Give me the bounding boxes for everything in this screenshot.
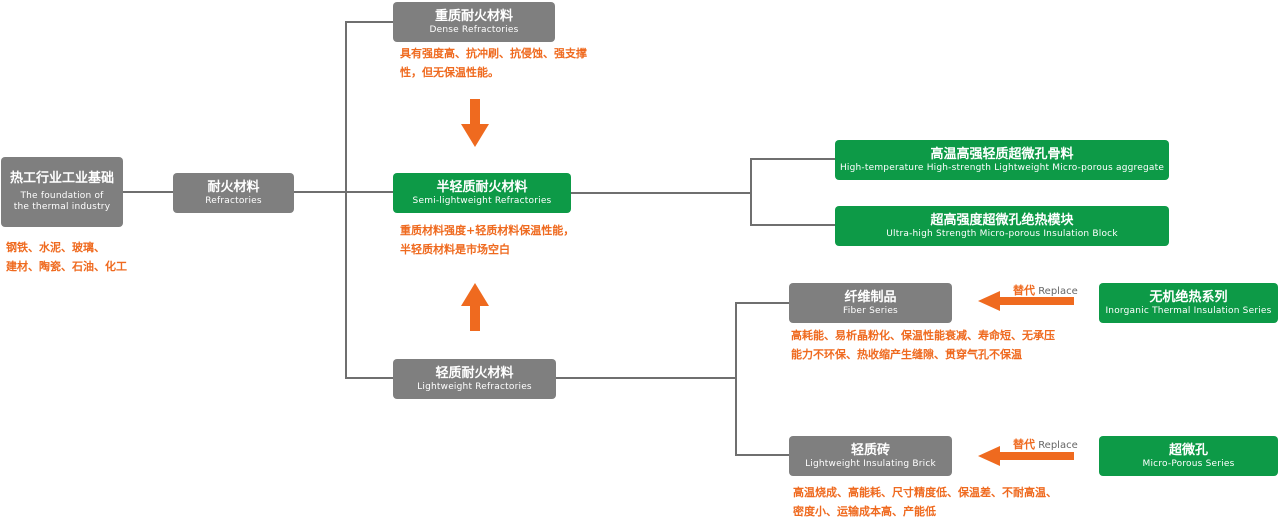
- node-fiber-series: 纤维制品 Fiber Series: [789, 283, 952, 323]
- replace-zh: 替代: [1013, 438, 1035, 451]
- node-semi-subtitle: Semi-lightweight Refractories: [412, 195, 552, 206]
- node-thermal-industry-subtitle-2: the thermal industry: [13, 202, 111, 212]
- brick-note-line-1: 高温烧成、高能耗、尺寸精度低、保温差、不耐高温、: [793, 486, 1057, 499]
- connector-trunk-light: [345, 377, 393, 379]
- node-refractories: 耐火材料 Refractories: [173, 173, 294, 213]
- arrow-down-icon: [461, 99, 489, 147]
- connector-branch-brick: [735, 454, 789, 456]
- connector-root-refractories: [123, 191, 173, 193]
- dense-note-line-2: 性，但无保温性能。: [400, 66, 499, 79]
- node-microporous-subtitle: Micro-Porous Series: [1142, 458, 1235, 469]
- replace-label-brick: 替代 Replace: [1013, 436, 1078, 452]
- node-semi-lightweight: 半轻质耐火材料 Semi-lightweight Refractories: [393, 173, 571, 213]
- node-fiber-subtitle: Fiber Series: [843, 305, 898, 316]
- node-brick-subtitle: Lightweight Insulating Brick: [805, 458, 936, 469]
- connector-trunk-dense: [345, 21, 393, 23]
- node-insulation-block: 超高强度超微孔绝热模块 Ultra-high Strength Micro-po…: [835, 206, 1169, 246]
- node-light-title: 轻质耐火材料: [435, 365, 514, 381]
- node-micro-porous-series: 超微孔 Micro-Porous Series: [1099, 436, 1278, 476]
- node-inorganic-insulation: 无机绝热系列 Inorganic Thermal Insulation Seri…: [1099, 283, 1278, 323]
- node-inorganic-title: 无机绝热系列: [1149, 289, 1228, 305]
- dense-note: 具有强度高、抗冲刷、抗侵蚀、强支撑 性，但无保温性能。: [400, 44, 587, 82]
- node-thermal-industry-title: 热工行业工业基础: [9, 171, 114, 186]
- node-microporous-aggregate: 高温高强轻质超微孔骨料 High-temperature High-streng…: [835, 140, 1169, 180]
- node-block-title: 超高强度超微孔绝热模块: [930, 212, 1074, 228]
- node-fiber-title: 纤维制品: [844, 289, 897, 305]
- node-dense-subtitle: Dense Refractories: [429, 24, 519, 35]
- node-light-subtitle: Lightweight Refractories: [417, 381, 532, 392]
- node-insulating-brick: 轻质砖 Lightweight Insulating Brick: [789, 436, 952, 476]
- connector-branch-aggregate: [750, 158, 835, 160]
- node-semi-title: 半轻质耐火材料: [436, 179, 528, 195]
- root-note-line-2: 建材、陶瓷、石油、化工: [6, 260, 127, 273]
- connector-trunk-vertical: [345, 21, 347, 379]
- node-dense-refractories: 重质耐火材料 Dense Refractories: [393, 2, 555, 42]
- node-block-subtitle: Ultra-high Strength Micro-porous Insulat…: [886, 228, 1118, 239]
- node-microporous-title: 超微孔: [1168, 442, 1208, 458]
- semi-note: 重质材料强度+轻质材料保温性能， 半轻质材料是市场空白: [400, 221, 574, 259]
- brick-note-line-2: 密度小、运输成本高、产能低: [793, 505, 936, 518]
- node-brick-title: 轻质砖: [850, 442, 890, 458]
- root-note: 钢铁、水泥、玻璃、 建材、陶瓷、石油、化工: [6, 238, 127, 276]
- connector-light-vertical: [735, 302, 737, 456]
- replace-en: Replace: [1038, 440, 1078, 451]
- node-refractories-subtitle: Refractories: [205, 195, 262, 206]
- semi-note-line-1: 重质材料强度+轻质材料保温性能，: [400, 224, 575, 237]
- connector-branch-vertical: [750, 158, 752, 226]
- root-note-line-1: 钢铁、水泥、玻璃、: [6, 241, 105, 254]
- replace-en: Replace: [1038, 286, 1078, 297]
- fiber-note-line-1: 高耗能、易析晶粉化、保温性能衰减、寿命短、无承压: [791, 329, 1055, 342]
- connector-branch-block: [750, 224, 835, 226]
- connector-refractories-trunk: [294, 191, 346, 193]
- brick-note: 高温烧成、高能耗、尺寸精度低、保温差、不耐高温、 密度小、运输成本高、产能低: [793, 483, 1057, 521]
- semi-note-line-2: 半轻质材料是市场空白: [400, 243, 510, 256]
- connector-branch-fiber: [735, 302, 789, 304]
- node-thermal-industry: 热工行业工业基础 The foundation of the thermal i…: [1, 157, 123, 227]
- fiber-note: 高耗能、易析晶粉化、保温性能衰减、寿命短、无承压 能力不环保、热收缩产生缝隙、贯…: [791, 326, 1055, 364]
- arrow-left-icon: [978, 446, 1074, 466]
- node-refractories-title: 耐火材料: [207, 179, 260, 195]
- dense-note-line-1: 具有强度高、抗冲刷、抗侵蚀、强支撑: [400, 47, 587, 60]
- connector-semi-branch: [571, 192, 751, 194]
- connector-light-branch: [556, 377, 736, 379]
- arrow-left-icon: [978, 291, 1074, 311]
- node-thermal-industry-subtitle-1: The foundation of: [20, 191, 104, 201]
- replace-zh: 替代: [1013, 284, 1035, 297]
- node-aggregate-title: 高温高强轻质超微孔骨料: [930, 146, 1074, 162]
- connector-trunk-semi: [345, 191, 393, 193]
- replace-label-fiber: 替代 Replace: [1013, 282, 1078, 298]
- node-lightweight-refractories: 轻质耐火材料 Lightweight Refractories: [393, 359, 556, 399]
- node-aggregate-subtitle: High-temperature High-strength Lightweig…: [839, 162, 1165, 173]
- node-dense-title: 重质耐火材料: [434, 8, 513, 24]
- fiber-note-line-2: 能力不环保、热收缩产生缝隙、贯穿气孔不保温: [791, 348, 1022, 361]
- arrow-up-icon: [461, 283, 489, 331]
- node-inorganic-subtitle: Inorganic Thermal Insulation Series: [1105, 305, 1272, 316]
